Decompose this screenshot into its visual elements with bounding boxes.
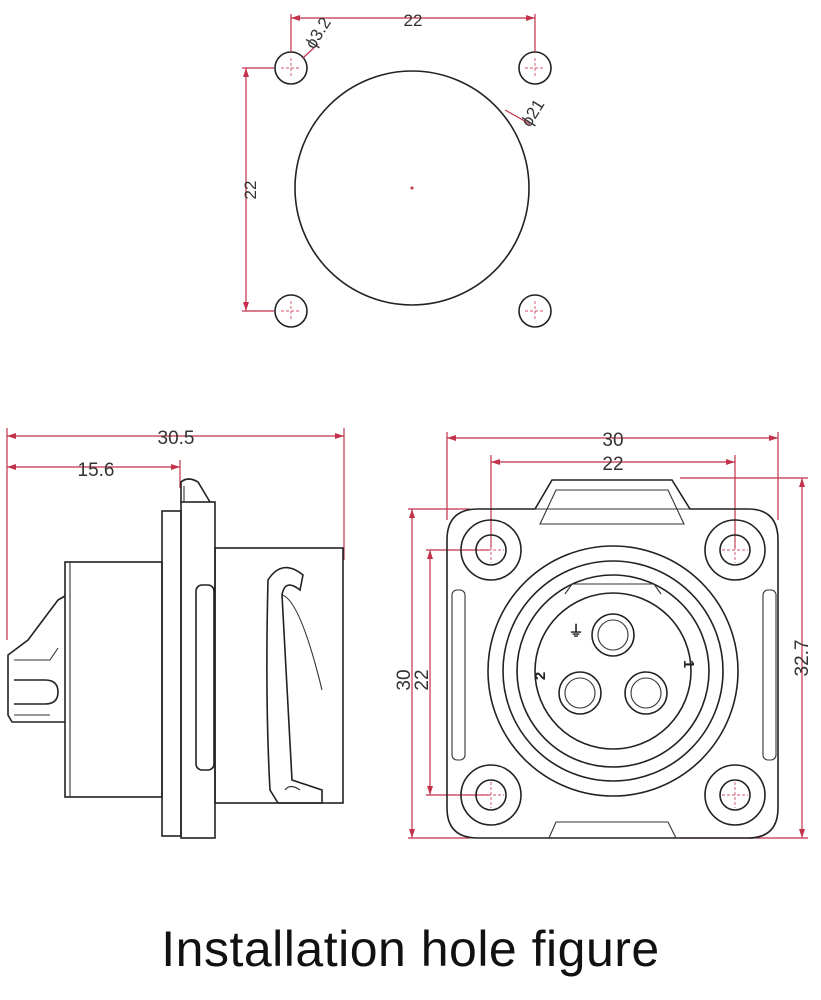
- dim-total-length: 30.5: [6, 428, 345, 640]
- rear-body: [64, 561, 163, 798]
- dim-mount-hole-dia: ϕ3.2: [301, 14, 335, 59]
- latch-hook: [266, 566, 323, 804]
- dim-flange-width-label: 30: [602, 430, 623, 451]
- front-mount-hole-bottom-left: [460, 764, 522, 826]
- dim-flange-offset-label: 15.6: [78, 460, 115, 481]
- side-view: 30.5 15.6: [6, 428, 345, 839]
- pin-label-1: 1: [680, 660, 697, 668]
- flange-plate-front: [180, 501, 216, 839]
- dim-flange-width: 30: [446, 430, 779, 520]
- dim-hole-spacing-x-label: 22: [602, 454, 623, 475]
- mount-hole-bottom-left: [274, 294, 308, 328]
- dim-flange-height-label: 30: [394, 669, 415, 690]
- pin-label-ground: ⏚: [568, 623, 583, 640]
- dim-hole-spacing-vertical-label: 22: [241, 181, 260, 200]
- pin-2: [558, 671, 602, 715]
- pin-label-2: 2: [532, 672, 549, 680]
- dim-hole-spacing-y-label: 22: [412, 669, 433, 690]
- dim-hole-spacing-vertical: 22: [241, 67, 274, 312]
- front-mount-hole-bottom-right: [704, 764, 766, 826]
- dim-flange-height: 30: [394, 508, 470, 839]
- dim-flange-offset: 15.6: [7, 460, 181, 488]
- mount-hole-top-right: [518, 51, 552, 85]
- dim-overall-height: 32.7: [680, 477, 813, 839]
- pin-1: [624, 671, 668, 715]
- mount-hole-top-left: [274, 51, 308, 85]
- dim-mount-hole-dia-label: ϕ3.2: [301, 14, 335, 52]
- front-mount-hole-top-left: [460, 519, 522, 581]
- front-body: [214, 547, 344, 804]
- dim-center-hole-dia-label: ϕ21: [517, 96, 548, 130]
- front-flange: [446, 479, 779, 839]
- dim-hole-spacing-x: 22: [490, 454, 736, 548]
- dim-total-length-label: 30.5: [158, 428, 195, 449]
- pin-ground: [591, 613, 635, 657]
- dim-hole-spacing-y: 22: [412, 549, 490, 796]
- flange-plate: [161, 510, 182, 837]
- dim-hole-spacing-horizontal: 22: [290, 11, 536, 52]
- center-mark: [410, 186, 414, 190]
- rear-latch: [7, 595, 66, 723]
- dim-overall-height-label: 32.7: [792, 640, 813, 677]
- dim-hole-spacing-horizontal-label: 22: [404, 11, 423, 30]
- front-mount-hole-top-right: [704, 519, 766, 581]
- center-hole: [294, 70, 530, 306]
- front-view: 30 22 30 22: [394, 430, 813, 839]
- mount-hole-bottom-right: [518, 294, 552, 328]
- hole-pattern-view: 22 22 ϕ3.2 ϕ21: [241, 11, 552, 328]
- socket-face: ⏚ 2 1: [487, 545, 739, 797]
- figure-caption: Installation hole figure: [161, 921, 660, 977]
